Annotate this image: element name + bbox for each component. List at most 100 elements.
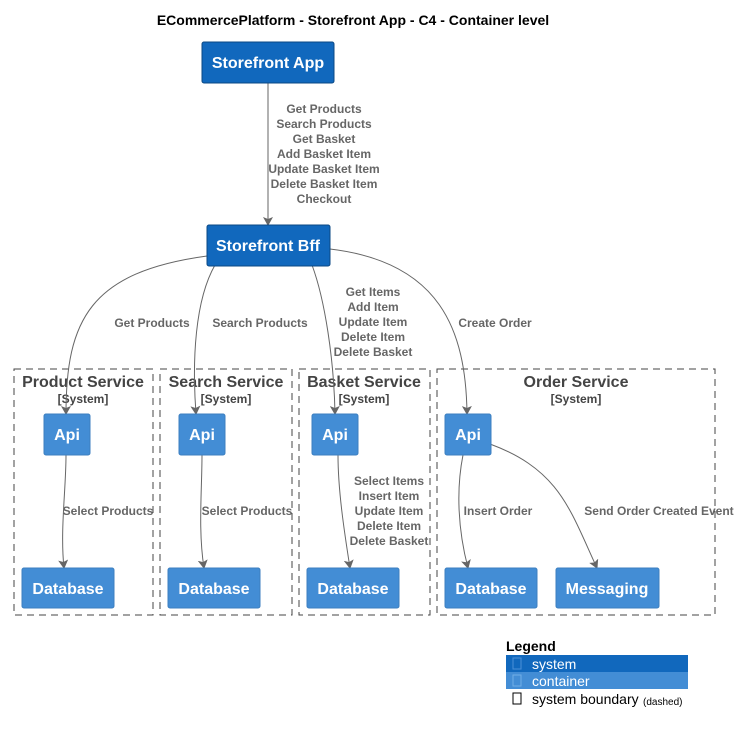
node-box	[444, 567, 538, 609]
legend-boundary-label: system boundary	[532, 691, 639, 707]
node-box	[43, 413, 91, 456]
edge-label-line: Insert Item	[359, 489, 420, 503]
edge-label-line: Delete Basket Item	[271, 177, 378, 191]
boundary-search-service: Search Service [System]	[159, 368, 293, 616]
edge-label-line: Update Item	[355, 504, 424, 518]
edge-label-order-api-to-messaging: Send Order Created Event	[584, 504, 733, 518]
edge-label-line: Delete Item	[341, 330, 405, 344]
node-box	[178, 413, 226, 456]
node-box	[555, 567, 660, 609]
edge-label-search-api-to-db: Select Products	[202, 504, 293, 518]
edge-search-api-to-db	[197, 454, 208, 569]
boundary-type: [System]	[58, 392, 109, 406]
node-product-api[interactable]: Api	[43, 413, 91, 456]
node-order-messaging[interactable]: Messaging	[555, 567, 660, 609]
node-label: Api	[322, 427, 348, 444]
edge-order-api-to-messaging	[489, 443, 599, 569]
edge-label-line: Get Items	[346, 285, 401, 299]
boundary-type: [System]	[339, 392, 390, 406]
node-product-database[interactable]: Database	[21, 567, 115, 609]
node-label: Database	[455, 581, 526, 598]
node-label: Storefront Bff	[216, 238, 321, 255]
edge-label-bff-to-search: Search Products	[212, 316, 308, 330]
boundary-type: [System]	[201, 392, 252, 406]
node-search-database[interactable]: Database	[167, 567, 261, 609]
edge-label-line: Search Products	[276, 117, 372, 131]
node-label: Database	[317, 581, 388, 598]
edge-label-line: Add Basket Item	[277, 147, 371, 161]
boundary-name: Search Service	[169, 374, 284, 391]
edge-label-line: Update Item	[339, 315, 408, 329]
node-label: Database	[178, 581, 249, 598]
edge-label-product-api-to-db: Select Products	[63, 504, 154, 518]
boundary-frame	[159, 368, 293, 616]
node-box	[21, 567, 115, 609]
edge-label-line: Update Basket Item	[268, 162, 379, 176]
edge-bff-to-basket-api	[311, 264, 340, 415]
edge-label-line: Select Products	[63, 504, 154, 518]
node-box	[206, 224, 331, 267]
node-label: Api	[189, 427, 215, 444]
boundary-frame	[298, 368, 431, 616]
boundary-product-service: Product Service [System]	[13, 368, 154, 616]
edge-label-line: Delete Item	[357, 519, 421, 533]
node-label: Database	[32, 581, 103, 598]
boundary-order-service: Order Service [System]	[436, 368, 716, 616]
node-storefront-bff[interactable]: Storefront Bff	[206, 224, 331, 267]
legend: Legend system container system boundary …	[506, 638, 688, 708]
boundary-type: [System]	[551, 392, 602, 406]
edge-label-line: Search Products	[212, 316, 308, 330]
edge-bff-to-product-api	[61, 255, 208, 415]
edge-label-line: Create Order	[458, 316, 532, 330]
node-basket-database[interactable]: Database	[306, 567, 400, 609]
node-box	[201, 41, 335, 84]
node-label: Api	[54, 427, 80, 444]
node-label: Api	[455, 427, 481, 444]
edge-label-line: Checkout	[297, 192, 352, 206]
edge-product-api-to-db	[58, 454, 69, 569]
edge-label-line: Get Products	[114, 316, 190, 330]
boundary-name: Basket Service	[307, 374, 421, 391]
legend-container-swatch-icon	[512, 674, 522, 687]
edge-label-bff-to-product: Get Products	[114, 316, 190, 330]
legend-system-swatch-icon	[512, 657, 522, 670]
node-box	[167, 567, 261, 609]
boundary-basket-service: Basket Service [System]	[298, 368, 431, 616]
edge-label-line: Delete Basket	[334, 345, 413, 359]
legend-title: Legend	[506, 638, 556, 654]
edge-label-line: Get Products	[286, 102, 362, 116]
node-basket-api[interactable]: Api	[311, 413, 359, 456]
node-storefront-app[interactable]: Storefront App	[201, 41, 335, 84]
node-label: Messaging	[566, 581, 649, 598]
legend-container-label: container	[532, 673, 590, 689]
node-box	[306, 567, 400, 609]
node-order-api[interactable]: Api	[444, 413, 492, 456]
legend-row-system	[506, 655, 688, 672]
node-box	[311, 413, 359, 456]
node-order-database[interactable]: Database	[444, 567, 538, 609]
node-search-api[interactable]: Api	[178, 413, 226, 456]
boundary-name: Product Service	[22, 374, 144, 391]
diagram-title: ECommercePlatform - Storefront App - C4 …	[157, 12, 549, 28]
edge-basket-api-to-db	[337, 454, 354, 569]
edge-label-line: Insert Order	[464, 504, 533, 518]
node-box	[444, 413, 492, 456]
edge-label-order-api-to-db: Insert Order	[464, 504, 533, 518]
edge-label-line: Select Products	[202, 504, 293, 518]
legend-boundary-swatch-icon	[512, 692, 522, 705]
edge-label-line: Add Item	[347, 300, 398, 314]
edge-order-api-to-db	[458, 454, 471, 569]
edge-label-line: Get Basket	[293, 132, 356, 146]
edge-label-line: Delete Basket	[350, 534, 429, 548]
edge-bff-to-search-api	[190, 264, 216, 415]
edge-label-line: Send Order Created Event	[584, 504, 733, 518]
boundary-name: Order Service	[524, 374, 629, 391]
edge-label-bff-to-order: Create Order	[458, 316, 532, 330]
boundary-frame	[436, 368, 716, 616]
legend-system-label: system	[532, 656, 576, 672]
